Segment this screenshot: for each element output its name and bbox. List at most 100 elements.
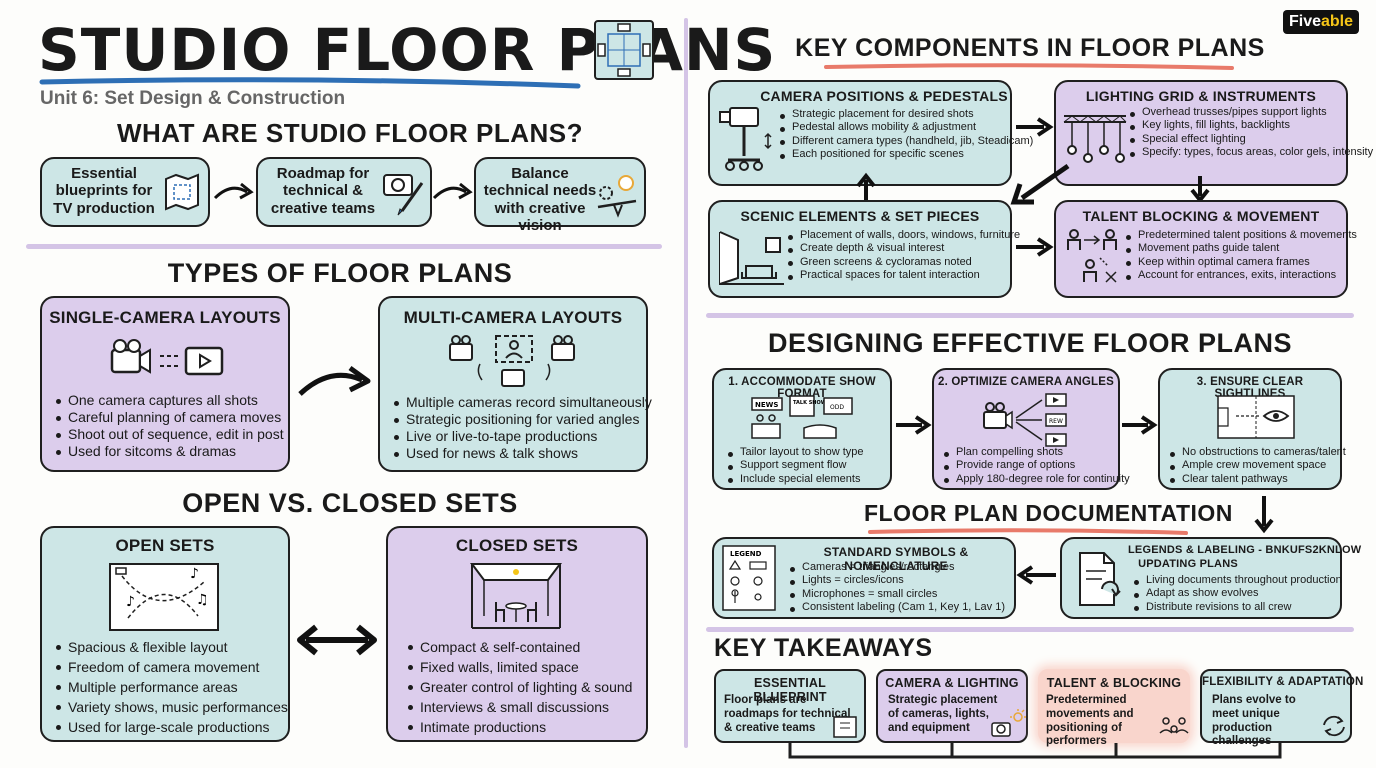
arrow-scenic-to-camera (856, 172, 876, 200)
scenic-elements-bullet: Placement of walls, doors, windows, furn… (786, 229, 1020, 242)
talent-blocking-bullet: Account for entrances, exits, interactio… (1124, 269, 1357, 282)
open-sets-bullet: Spacious & flexible layout (54, 638, 288, 658)
step1-bullet: Tailor layout to show type (726, 446, 864, 459)
closed-sets-title: CLOSED SETS (455, 536, 579, 555)
legend-chart-icon: LEGEND (722, 545, 776, 611)
svg-text:♪: ♪ (126, 594, 135, 610)
takeaway-2-title: CAMERA & LIGHTING (885, 676, 1019, 690)
step1-bullet: Support segment flow (726, 459, 864, 472)
step1-bullet: Include special elements (726, 473, 864, 486)
arrow-what-2 (432, 182, 473, 200)
symbols-bullet: Consistent labeling (Cam 1, Key 1, Lav 1… (788, 601, 1005, 614)
takeaway-3-text: Predetermined movements and positioning … (1046, 694, 1134, 748)
camera-to-screen-icon (110, 339, 224, 376)
camera-positions-bullet: Different camera types (handheld, jib, S… (778, 135, 1033, 148)
floor-plan-logo-icon (594, 20, 654, 80)
step2-card: 2. OPTIMIZE CAMERA ANGLES REW Plan compe… (932, 368, 1130, 490)
center-divider (684, 18, 688, 748)
arrow-single-to-multi (298, 365, 371, 396)
single-camera-card: SINGLE-CAMERA LAYOUTS One camera capture… (40, 296, 290, 472)
step3-bullets: No obstructions to cameras/talent Ample … (1168, 446, 1346, 486)
arrow-legends-to-symbols (1016, 565, 1056, 585)
scenic-elements-bullets: Placement of walls, doors, windows, furn… (786, 229, 1020, 283)
step3-bullet: No obstructions to cameras/talent (1168, 446, 1346, 459)
what-card-1: Essential blueprints for TV production (40, 157, 210, 227)
camera-angles-icon: REW (983, 393, 1067, 447)
arrow-lighting-to-scenic (1010, 163, 1070, 205)
documentation-heading: FLOOR PLAN DOCUMENTATION (864, 500, 1233, 526)
double-arrow-open-closed (297, 624, 377, 656)
arrow-camera-to-lighting (1016, 117, 1054, 137)
closed-stage-icon (470, 563, 562, 629)
brand-badge[interactable]: Fiveable (1283, 10, 1359, 34)
takeaway-card-3: TALENT & BLOCKING Predetermined movement… (1038, 669, 1190, 747)
sightline-icon (1217, 395, 1295, 439)
takeaway-2-text: Strategic placement of cameras, lights, … (888, 694, 998, 734)
takeaway-1-title: ESSENTIAL BLUEPRINT (753, 676, 827, 704)
blueprint-small-icon (833, 716, 857, 738)
symbols-title: STANDARD SYMBOLS & NOMENCLATURE (823, 545, 969, 573)
what-card-3-text: Balance technical needs with creative vi… (483, 165, 597, 234)
arrow-scenic-to-talent (1016, 237, 1054, 257)
what-card-3: Balance technical needs with creative vi… (474, 157, 646, 234)
open-sets-card: OPEN SETS ♪ ♪ ♫ Spacious & flexible layo… (40, 526, 290, 742)
step3-card: 3. ENSURE CLEAR SIGHTLINES No obstructio… (1158, 368, 1346, 490)
arrow-step2-to-step3 (1122, 415, 1158, 435)
step3-bullet: Clear talent pathways (1168, 473, 1346, 486)
camera-positions-bullet: Each positioned for specific scenes (778, 148, 1033, 161)
gear-balance-icon (597, 175, 637, 218)
symbols-bullets: Cameras = triangles/rectangles Lights = … (788, 561, 1005, 615)
single-camera-bullet: One camera captures all shots (54, 392, 284, 409)
brand-first: Five (1288, 13, 1321, 30)
symbols-bullet: Cameras = triangles/rectangles (788, 561, 1005, 574)
symbols-bullet: Microphones = small circles (788, 588, 1005, 601)
legends-card: LEGENDS & LABELING - BNKUFS2KNLOW UPDATI… (1060, 537, 1361, 619)
step3-bullet: Ample crew movement space (1168, 459, 1346, 472)
brand-second: able (1321, 13, 1354, 30)
right-divider-1 (706, 313, 1354, 318)
camera-light-small-icon (991, 709, 1026, 737)
document-update-icon (1079, 552, 1121, 606)
multi-camera-bullet: Strategic positioning for varied angles (392, 411, 652, 428)
step2-bullet: Provide range of options (942, 459, 1130, 472)
closed-sets-bullet: Fixed walls, limited space (406, 658, 632, 678)
open-sets-bullets: Spacious & flexible layout Freedom of ca… (54, 638, 288, 737)
closed-sets-card: CLOSED SETS Compact & self-contained Fix… (386, 526, 648, 742)
arrow-lighting-to-talent (1190, 176, 1210, 204)
step1-bullets: Tailor layout to show type Support segme… (726, 446, 864, 486)
takeaway-3-title: TALENT & BLOCKING (1046, 676, 1182, 690)
unit-subtitle: Unit 6: Set Design & Construction (40, 88, 346, 109)
refresh-cycle-icon (1323, 715, 1345, 737)
talent-blocking-card: TALENT BLOCKING & MOVEMENT Predetermined… (1054, 200, 1357, 298)
lighting-grid-title: LIGHTING GRID & INSTRUMENTS (1085, 88, 1317, 104)
show-format-icon: NEWS TALK SHOW ODD (751, 395, 853, 439)
multi-camera-card: MULTI-CAMERA LAYOUTS Multiple cameras re… (378, 296, 652, 472)
talent-blocking-title: TALENT BLOCKING & MOVEMENT (1082, 208, 1320, 224)
camera-paintbrush-icon (383, 174, 424, 216)
lighting-grid-card: LIGHTING GRID & INSTRUMENTS Overhead tru… (1054, 80, 1373, 186)
designing-heading: DESIGNING EFFECTIVE FLOOR PLANS (767, 328, 1293, 358)
symbols-bullet: Lights = circles/icons (788, 574, 1005, 587)
blueprint-icon (165, 173, 199, 211)
lighting-grid-bullet: Specify: types, focus areas, color gels,… (1128, 146, 1373, 159)
closed-sets-bullet: Intimate productions (406, 718, 632, 738)
arrow-step1-to-step2 (896, 415, 932, 435)
components-underline (824, 63, 1234, 70)
components-heading: KEY COMPONENTS IN FLOOR PLANS (795, 34, 1265, 62)
talent-blocking-bullet: Predetermined talent positions & movemen… (1124, 229, 1357, 242)
open-sets-bullet: Freedom of camera movement (54, 658, 288, 678)
multi-camera-bullet: Used for news & talk shows (392, 445, 652, 462)
step2-bullet: Apply 180-degree role for continuity (942, 473, 1130, 486)
single-camera-bullet: Used for sitcoms & dramas (54, 443, 284, 460)
what-card-1-text: Essential blueprints for TV production (53, 165, 155, 217)
what-card-2: Roadmap for technical & creative teams (256, 157, 432, 227)
open-sets-bullet: Variety shows, music performances (54, 698, 288, 718)
takeaway-4-title: FLEXIBILITY & ADAPTATION (1202, 676, 1364, 688)
camera-positions-bullet: Strategic placement for desired shots (778, 108, 1033, 121)
takeaway-card-4: FLEXIBILITY & ADAPTATION Plans evolve to… (1200, 669, 1364, 747)
scenic-elements-card: SCENIC ELEMENTS & SET PIECES Placement o… (708, 200, 1020, 298)
symbols-card: LEGEND STANDARD SYMBOLS & NOMENCLATURE C… (712, 537, 1016, 619)
step1-card: 1. ACCOMMODATE SHOW FORMAT NEWS TALK SHO… (712, 368, 892, 490)
what-are-heading: WHAT ARE STUDIO FLOOR PLANS? (116, 118, 584, 148)
left-divider-1 (26, 244, 662, 249)
